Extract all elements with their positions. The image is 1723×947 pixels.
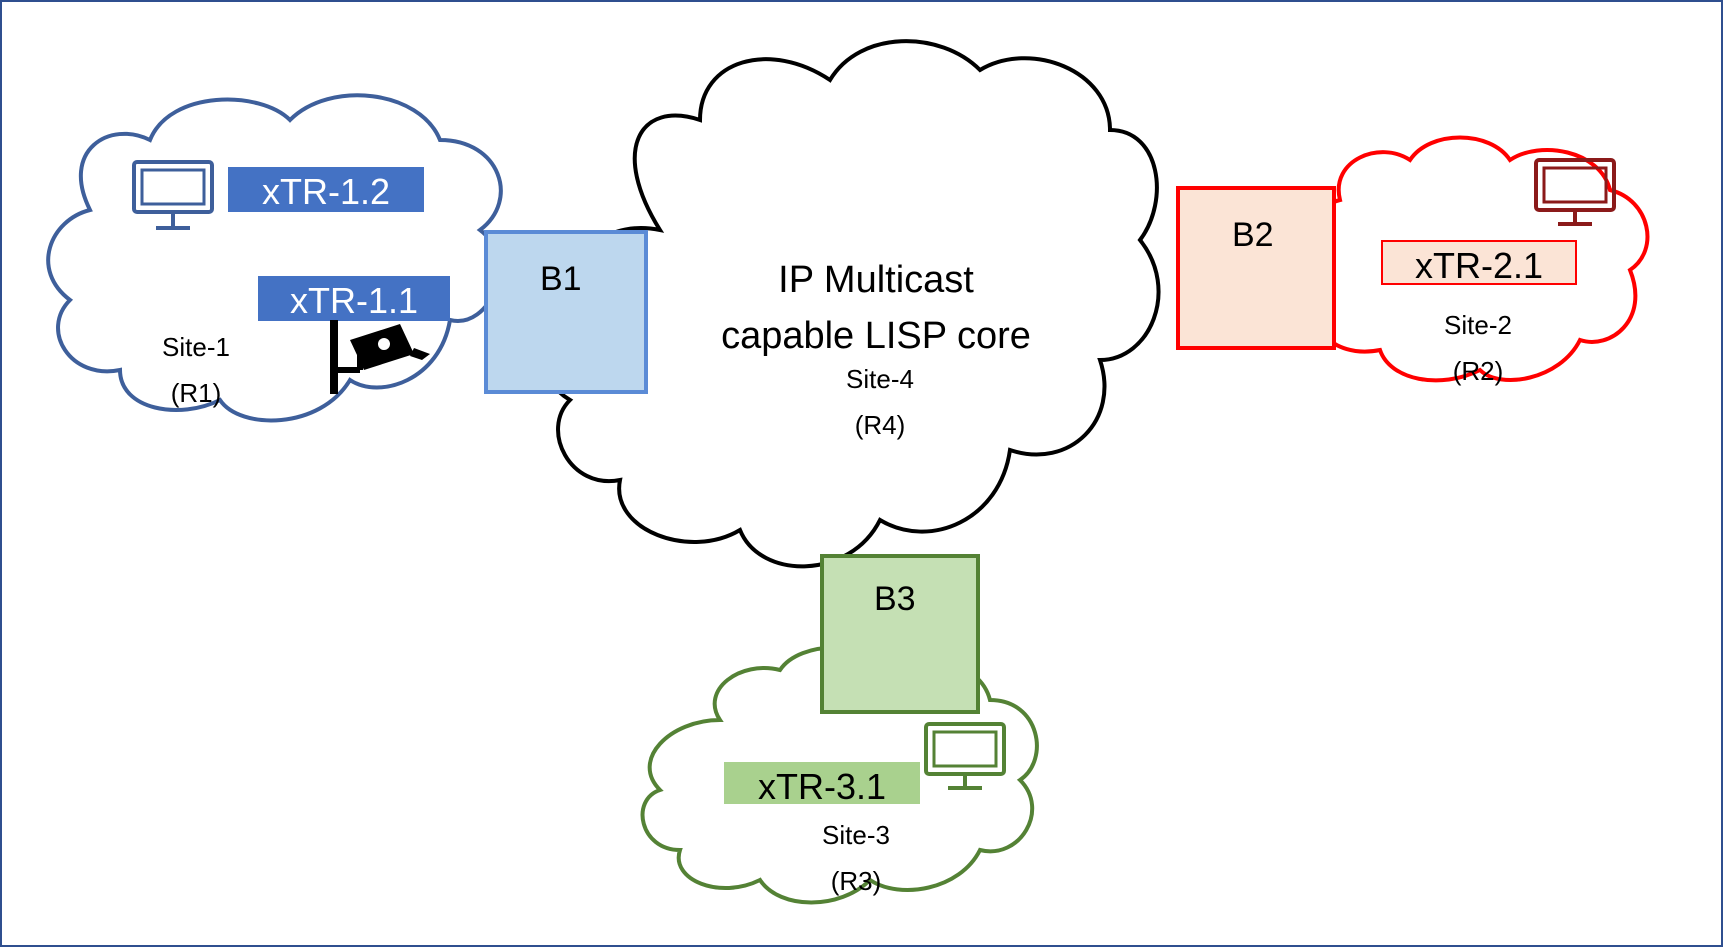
site2-name: Site-2 (1444, 310, 1512, 340)
core-title-line1: IP Multicast (778, 259, 974, 301)
site1-name: Site-1 (162, 332, 230, 362)
b1-router[interactable] (484, 230, 648, 394)
xtr-3-1-box[interactable] (724, 762, 920, 804)
security-camera-icon (330, 320, 430, 394)
core-site-name: Site-4 (846, 364, 914, 394)
core-title-line2: capable LISP core (721, 315, 1031, 357)
xtr-1-1-box[interactable] (258, 276, 450, 321)
xtr-1-2-label: xTR-1.2 (262, 171, 390, 212)
b1-label: B1 (540, 260, 582, 298)
xtr-2-1-box[interactable] (1381, 240, 1577, 285)
b2-router[interactable] (1176, 186, 1336, 350)
b2-label: B2 (1232, 216, 1274, 254)
core-site-region: (R4) (855, 410, 906, 440)
xtr-3-1-label: xTR-3.1 (758, 766, 886, 807)
b3-label: B3 (874, 580, 916, 618)
site2-monitor-icon (1534, 158, 1616, 226)
xtr-1-2-box[interactable] (228, 167, 424, 212)
b3-router[interactable] (820, 554, 980, 714)
site3-monitor-icon (924, 722, 1006, 790)
site1-monitor-icon (132, 160, 214, 230)
site3-region: (R3) (831, 866, 882, 896)
site1-region: (R1) (171, 378, 222, 408)
xtr-2-1-label: xTR-2.1 (1415, 245, 1543, 286)
site2-region: (R2) (1453, 356, 1504, 386)
xtr-1-1-label: xTR-1.1 (290, 280, 418, 321)
core-cloud (536, 39, 1161, 569)
site3-name: Site-3 (822, 820, 890, 850)
